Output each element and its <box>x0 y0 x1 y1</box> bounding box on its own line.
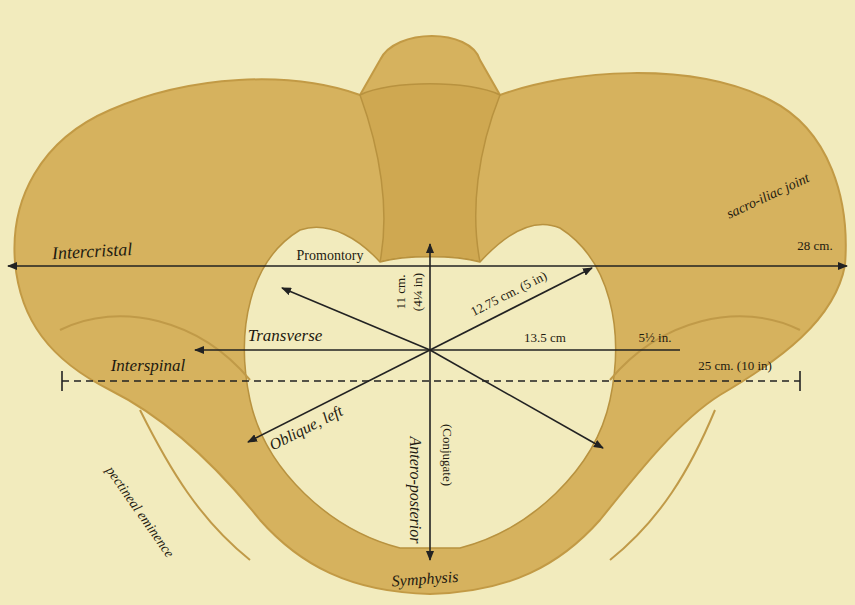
transverse-arrow <box>195 349 430 351</box>
oblique-arrow <box>248 350 430 442</box>
measurement-label: 13.5 cm <box>524 331 566 345</box>
measurement-label: pectineal eminence <box>103 463 177 560</box>
interspinal-end <box>61 371 63 391</box>
conjugate-down-arrow <box>429 350 431 560</box>
bone-shading <box>60 316 800 560</box>
oblique-arrow <box>430 268 592 350</box>
intercristal-arrow <box>8 265 847 267</box>
measurement-label: Transverse <box>248 327 323 346</box>
conjugate-up-arrow <box>429 244 431 350</box>
interspinal-line <box>62 380 800 381</box>
measurement-label: Promontory <box>297 248 364 263</box>
measurement-label: Antero-posterior <box>406 437 424 544</box>
measurement-label: 28 cm. <box>797 239 832 253</box>
measurement-label: 11 cm. <box>394 275 408 310</box>
measurement-label: Intercristal <box>51 240 132 264</box>
transverse-line <box>430 349 680 351</box>
sacrum <box>360 84 500 262</box>
interspinal-end <box>799 371 801 391</box>
measurement-label: (4¼ in) <box>411 273 425 311</box>
measurement-label: 25 cm. (10 in) <box>698 359 772 373</box>
measurement-label: Interspinal <box>111 357 186 376</box>
measurement-label: 5½ in. <box>639 331 672 345</box>
pelvis-bone <box>14 36 845 594</box>
measurement-label: (Conjugate) <box>440 424 454 486</box>
oblique-arrow <box>430 350 603 448</box>
